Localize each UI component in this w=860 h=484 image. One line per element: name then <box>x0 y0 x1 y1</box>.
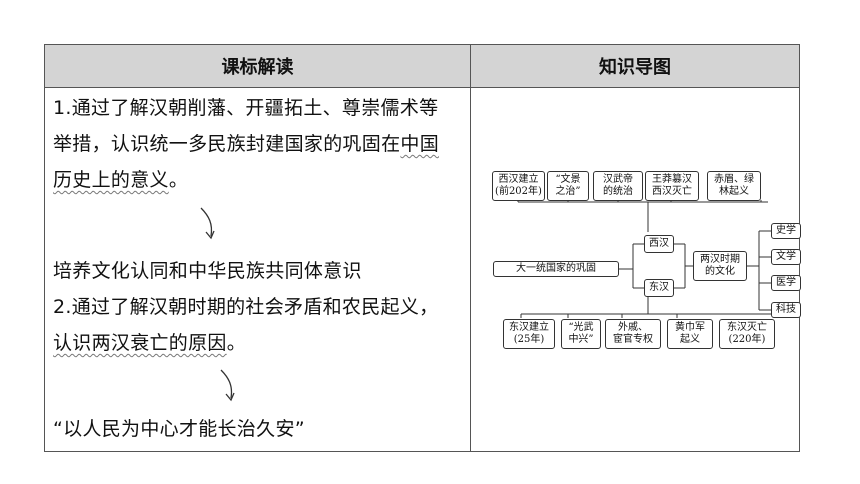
p1-line3: 历史上的意义。 <box>53 169 189 191</box>
p1-line2: 举措，认识统一多民族封建国家的巩固在中国 <box>53 133 440 155</box>
content-table: 课标解读 知识导图 1.通过了解汉朝削藩、开疆拓土、尊崇儒术等 举措，认识统一多… <box>44 44 801 453</box>
node-history: 史学 <box>771 223 801 239</box>
p2-line2: 认识两汉衰亡的原因。 <box>53 332 247 354</box>
goal1-line: 培养文化认同和中华民族共同体意识 <box>53 260 362 282</box>
header-curriculum: 课标解读 <box>44 44 471 88</box>
p2-line1: 2.通过了解汉朝时期的社会矛盾和农民起义， <box>53 296 439 318</box>
node-literature: 文学 <box>771 249 801 265</box>
node-xihan-founded: 西汉建立(前202年) <box>492 171 545 201</box>
node-huangjin: 黄巾军起义 <box>667 319 713 349</box>
node-technology: 科技 <box>771 302 801 318</box>
node-wangmang: 王莽篡汉西汉灭亡 <box>645 171 699 201</box>
node-wudi: 汉武帝的统治 <box>593 171 643 201</box>
curve-arrow-icon <box>220 369 235 402</box>
node-culture: 两汉时期的文化 <box>693 251 747 281</box>
knowledge-diagram: 西汉建立(前202年) “文景之治” 汉武帝的统治 王莽篡汉西汉灭亡 赤眉、绿林… <box>471 88 801 453</box>
node-donghan: 东汉 <box>644 279 674 297</box>
goal2-line: “以人民为中心才能长治久安” <box>53 418 305 440</box>
curriculum-cell: 1.通过了解汉朝削藩、开疆拓土、尊崇儒术等 举措，认识统一多民族封建国家的巩固在… <box>44 87 471 452</box>
node-donghan-fall: 东汉灭亡(220年) <box>719 319 775 349</box>
node-donghan-founded: 东汉建立(25年) <box>503 319 555 349</box>
node-waiqi: 外戚、宦官专权 <box>605 319 661 349</box>
p1-line1: 1.通过了解汉朝削藩、开疆拓土、尊崇儒术等 <box>53 97 439 119</box>
curve-arrow-icon <box>200 207 215 240</box>
knowledge-map-cell: 西汉建立(前202年) “文景之治” 汉武帝的统治 王莽篡汉西汉灭亡 赤眉、绿林… <box>470 87 801 453</box>
node-guangwu: “光武中兴” <box>561 319 601 349</box>
node-xihan: 西汉 <box>644 235 674 253</box>
node-chimei: 赤眉、绿林起义 <box>707 171 761 201</box>
node-unification: 大一统国家的巩固 <box>493 261 619 277</box>
node-wenjing: “文景之治” <box>547 171 589 201</box>
header-knowledge-map: 知识导图 <box>470 44 800 88</box>
node-medicine: 医学 <box>771 275 801 291</box>
